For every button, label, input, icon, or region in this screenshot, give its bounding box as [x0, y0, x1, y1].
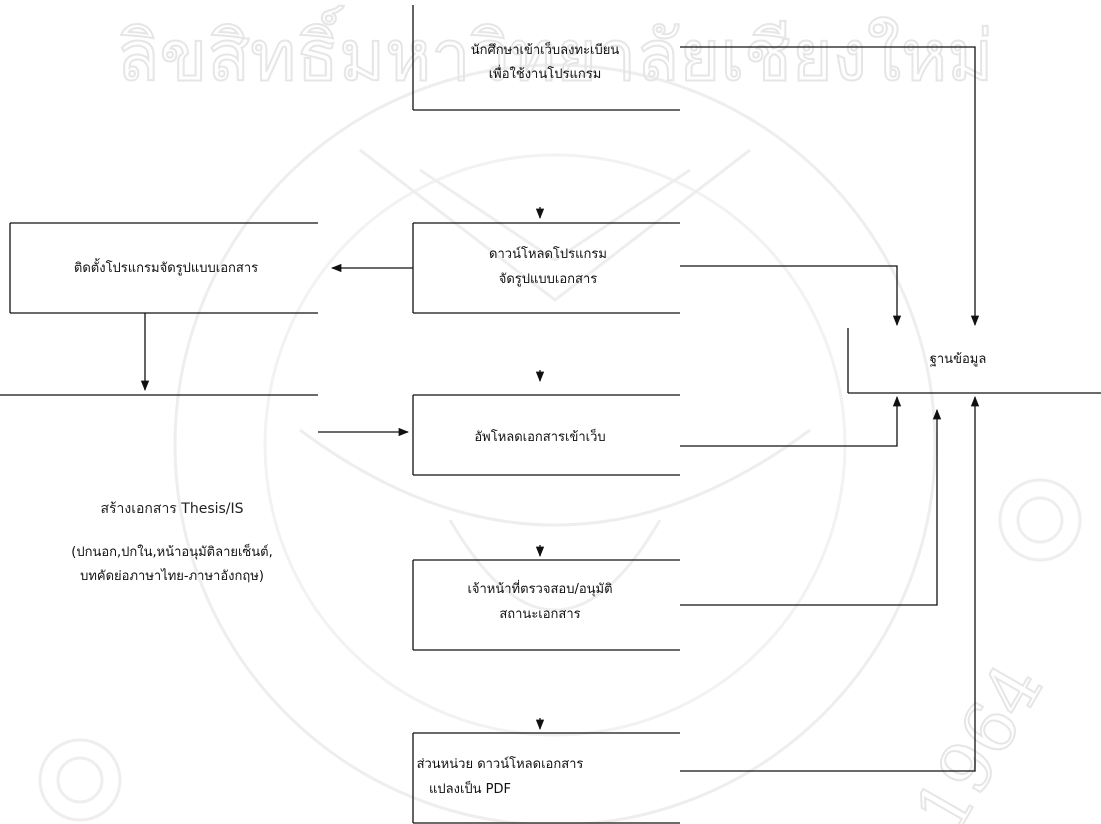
node-download-pdf: ส่วนหน่วย ดาวน์โหลดเอกสาร แปลงเป็น PDF [412, 732, 680, 824]
connectors [140, 46, 980, 772]
watermark-seal: ลิขสิทธิ์มหาวิทยาลัยเชียงใหม่ 1964 [38, 5, 1082, 824]
register-line-2: เพื่อใช้งานโปรแกรม [489, 65, 602, 82]
node-register: นักศึกษาเข้าเว็บลงทะเบียน เพื่อใช้งานโปร… [412, 5, 680, 111]
watermark-year: 1964 [899, 650, 1059, 824]
create-document-line-1: สร้างเอกสาร Thesis/IS [100, 501, 243, 517]
node-upload-document: อัพโหลดเอกสารเข้าเว็บ [412, 394, 680, 476]
download-pdf-line-1: ส่วนหน่วย ดาวน์โหลดเอกสาร [417, 756, 584, 772]
staff-review-line-1: เจ้าหน้าที่ตรวจสอบ/อนุมัติ [467, 580, 612, 597]
install-program-label: ติดตั้งโปรแกรมจัดรูปแบบเอกสาร [74, 258, 258, 276]
watermark-top-text: ลิขสิทธิ์มหาวิทยาลัยเชียงใหม่ [117, 6, 994, 97]
download-program-line-1: ดาวน์โหลดโปรแกรม [489, 246, 607, 262]
node-create-document: สร้างเอกสาร Thesis/IS (ปกนอก,ปกใน,หน้าอน… [0, 394, 318, 584]
arrow-register-to-database [680, 46, 980, 327]
arrow-pdf-to-database [680, 395, 980, 772]
upload-document-label: อัพโหลดเอกสารเข้าเว็บ [474, 427, 605, 445]
node-staff-review: เจ้าหน้าที่ตรวจสอบ/อนุมัติ สถานะเอกสาร [412, 559, 680, 651]
node-download-program: ดาวน์โหลดโปรแกรม จัดรูปแบบเอกสาร [412, 222, 680, 314]
create-document-line-3: บทคัดย่อภาษาไทย-ภาษาอังกฤษ) [80, 568, 264, 584]
create-document-line-2: (ปกนอก,ปกใน,หน้าอนุมัติลายเซ็นต์, [71, 542, 272, 560]
node-database: ฐานข้อมูล [847, 328, 1101, 394]
arrow-download-to-database [680, 265, 902, 327]
arrow-upload-to-database [680, 395, 902, 447]
arrow-review-to-database [680, 408, 942, 606]
download-program-line-2: จัดรูปแบบเอกสาร [499, 272, 598, 287]
database-label: ฐานข้อมูล [930, 352, 987, 367]
download-pdf-line-2: แปลงเป็น PDF [429, 779, 511, 797]
register-line-1: นักศึกษาเข้าเว็บลงทะเบียน [471, 40, 620, 58]
staff-review-line-2: สถานะเอกสาร [499, 607, 580, 622]
node-install-program: ติดตั้งโปรแกรมจัดรูปแบบเอกสาร [9, 222, 318, 314]
